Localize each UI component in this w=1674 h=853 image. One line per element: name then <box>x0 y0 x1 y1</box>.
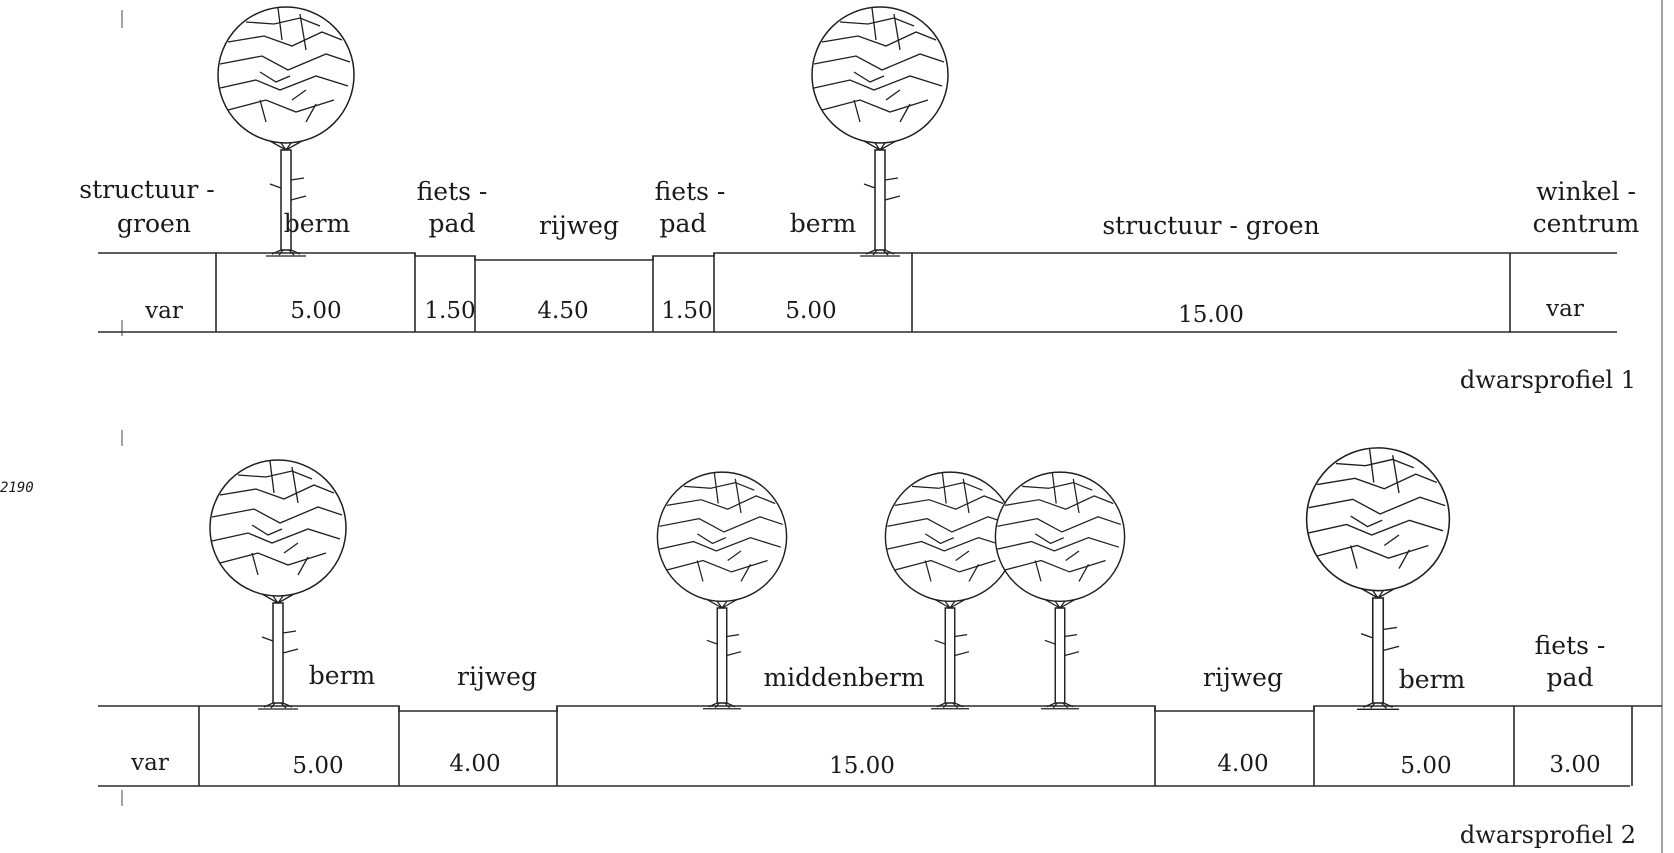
label-fietspad-line1: fiets - <box>417 177 488 206</box>
label-berm: berm <box>1399 665 1466 694</box>
label-berm: berm <box>284 209 351 238</box>
profile-1-dividers <box>215 253 1511 332</box>
label-middenberm: middenberm <box>763 663 924 692</box>
label-fietspad-line2: pad <box>429 209 476 238</box>
profile-1-title: dwarsprofiel 1 <box>1460 366 1636 394</box>
label-rijweg: rijweg <box>539 211 619 240</box>
dimension-value: 15.00 <box>1178 302 1244 328</box>
dimension-value: 5.00 <box>290 298 341 324</box>
label-berm: berm <box>790 209 857 238</box>
profile-2: berm rijweg middenberm rijweg berm fiets… <box>98 447 1662 849</box>
dimension-value: 5.00 <box>1400 753 1451 779</box>
dimension-value: 5.00 <box>292 753 343 779</box>
dimension-value: var <box>130 750 169 776</box>
profile-2-ground-line <box>98 705 1662 712</box>
dimension-value: 15.00 <box>829 753 895 779</box>
label-berm: berm <box>309 661 376 690</box>
dimension-value: 1.50 <box>424 298 475 324</box>
label-fietspad-line1: fiets - <box>655 177 726 206</box>
profile-2-title: dwarsprofiel 2 <box>1460 821 1636 849</box>
dimension-value: 4.00 <box>449 751 500 777</box>
profile-1-ground-line <box>98 252 1617 261</box>
profile-2-dividers <box>198 706 1633 786</box>
label-structuur-groen: structuur - groen <box>1102 211 1319 240</box>
dimension-value: var <box>1545 296 1584 322</box>
label-fietspad-line1: fiets - <box>1535 631 1606 660</box>
label-structuur-groen-line1: structuur - <box>79 175 215 204</box>
label-rijweg: rijweg <box>1203 663 1283 692</box>
dimension-value: var <box>144 298 183 324</box>
margin-ticks <box>121 0 1663 853</box>
profile-1: structuur - groen berm fiets - pad rijwe… <box>79 6 1640 394</box>
margin-note: 2190 <box>0 480 34 496</box>
label-fietspad-line2: pad <box>660 209 707 238</box>
dimension-value: 5.00 <box>785 298 836 324</box>
tree-icon <box>994 471 1126 710</box>
label-rijweg: rijweg <box>457 662 537 691</box>
dimension-value: 3.00 <box>1549 752 1600 778</box>
dimension-value: 4.00 <box>1217 751 1268 777</box>
label-structuur-groen-line2: groen <box>117 209 191 238</box>
label-winkelcentrum-line2: centrum <box>1533 209 1640 238</box>
dimension-value: 4.50 <box>537 298 588 324</box>
dimension-value: 1.50 <box>661 298 712 324</box>
label-winkelcentrum-line1: winkel - <box>1536 177 1636 206</box>
label-fietspad-line2: pad <box>1547 663 1594 692</box>
